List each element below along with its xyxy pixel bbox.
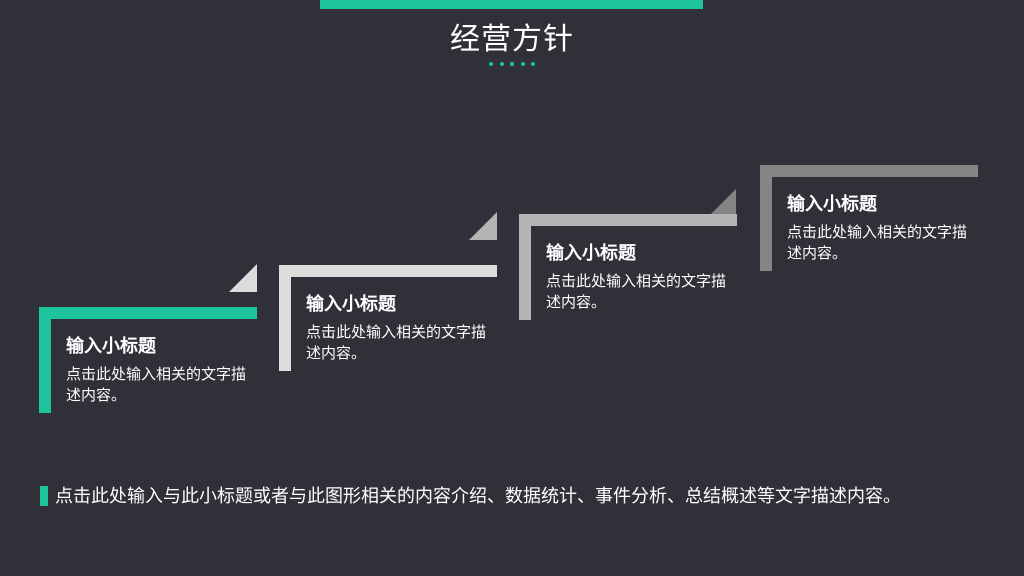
step-3-triangle-decoration xyxy=(711,189,736,214)
dot xyxy=(499,62,504,66)
step-4-title: 输入小标题 xyxy=(787,194,877,215)
step-4-description: 点击此处输入相关的文字描述内容。 xyxy=(787,223,968,262)
step-1-description: 点击此处输入相关的文字描述内容。 xyxy=(66,365,247,404)
footer-description: 点击此处输入与此小标题或者与此图形相关的内容介绍、数据统计、事件分析、总结概述等… xyxy=(55,486,901,507)
title-dots-decoration xyxy=(489,62,535,67)
step-1-title: 输入小标题 xyxy=(66,336,156,357)
step-4: 输入小标题 点击此处输入相关的文字描述内容。 xyxy=(760,165,1000,315)
step-2-description: 点击此处输入相关的文字描述内容。 xyxy=(306,323,487,362)
step-3-title: 输入小标题 xyxy=(546,243,636,264)
step-2-top-bar xyxy=(279,265,497,277)
step-2: 输入小标题 点击此处输入相关的文字描述内容。 xyxy=(279,212,519,415)
step-1: 输入小标题 点击此处输入相关的文字描述内容。 xyxy=(39,264,279,457)
dot xyxy=(510,62,514,66)
dot xyxy=(489,62,493,66)
step-3: 输入小标题 点击此处输入相关的文字描述内容。 xyxy=(519,189,759,364)
step-3-top-bar xyxy=(519,214,737,226)
footer-accent-marker xyxy=(40,486,48,506)
step-1-triangle-decoration xyxy=(229,264,257,292)
step-3-side-bar xyxy=(519,214,531,320)
step-2-side-bar xyxy=(279,265,291,371)
step-1-top-bar xyxy=(39,307,257,319)
page-title: 经营方针 xyxy=(450,22,574,57)
step-2-title: 输入小标题 xyxy=(306,294,396,315)
step-1-side-bar xyxy=(39,307,51,413)
step-2-triangle-decoration xyxy=(469,212,497,240)
top-accent-bar xyxy=(320,0,703,9)
step-4-top-bar xyxy=(760,165,978,177)
dot xyxy=(520,62,525,66)
dot xyxy=(531,62,535,66)
step-3-description: 点击此处输入相关的文字描述内容。 xyxy=(546,272,727,311)
step-4-side-bar xyxy=(760,165,772,271)
